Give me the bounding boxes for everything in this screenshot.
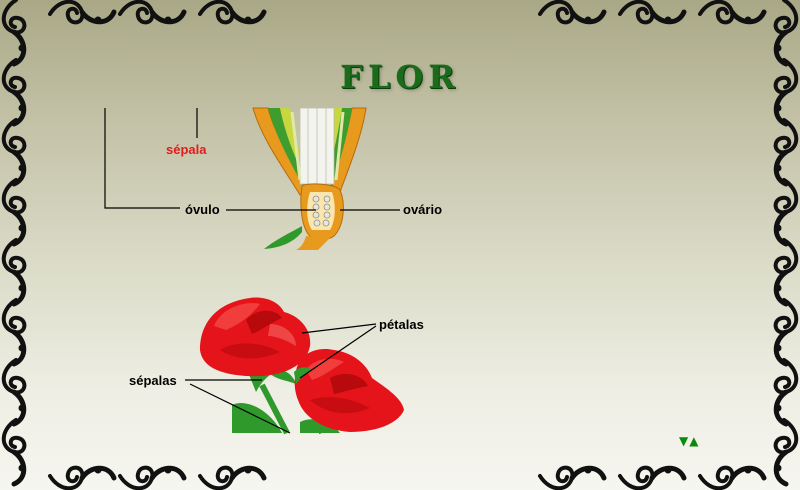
page-title: FLOR (340, 58, 460, 96)
nav-arrows-icon[interactable]: ▼ ▲ (679, 434, 698, 448)
sepalas-leader-line-2 (189, 383, 291, 434)
label-ovulo: óvulo (185, 202, 220, 217)
pistil-illustration (252, 107, 367, 250)
nav-up-arrow-icon[interactable]: ▲ (689, 434, 699, 448)
label-sepala: sépala (166, 142, 207, 157)
rose-illustration (200, 297, 404, 435)
petalas-leader-line-2 (299, 325, 377, 379)
petalas-leader-line-1 (301, 323, 377, 334)
label-ovario: ovário (403, 202, 443, 217)
label-petalas: pétalas (379, 317, 424, 332)
label-sepalas: sépalas (129, 373, 177, 388)
ovulo-bracket-line (104, 108, 180, 209)
nav-down-arrow-icon[interactable]: ▼ (679, 434, 689, 448)
